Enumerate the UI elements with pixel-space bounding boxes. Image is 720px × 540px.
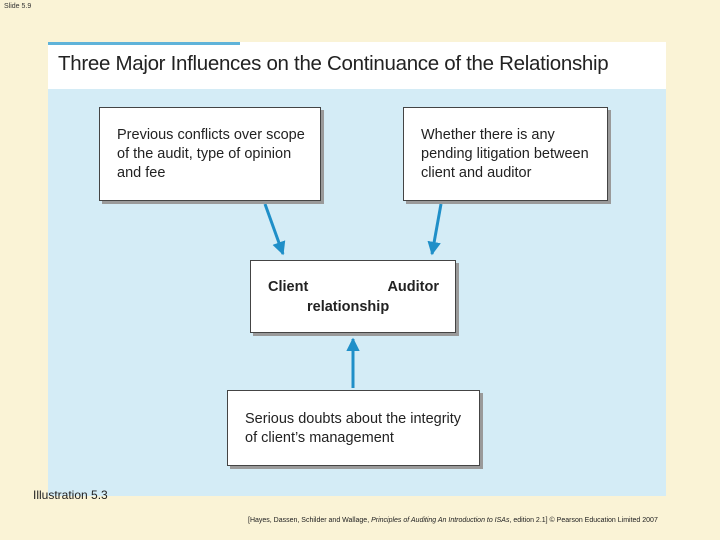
- illustration-caption: Illustration 5.3: [33, 488, 108, 502]
- figure-title: Three Major Influences on the Continuanc…: [58, 52, 609, 75]
- box-line: client and auditor: [421, 165, 532, 181]
- citation-suffix: , edition 2.1] © Pearson Education Limit…: [509, 517, 658, 524]
- box-previous-conflicts: Previous conflicts over scope of the aud…: [99, 107, 321, 201]
- title-bar-accent: [48, 42, 240, 45]
- box-line: pending litigation between: [421, 146, 589, 162]
- box-line: of client’s management: [245, 430, 394, 446]
- box-integrity-doubts: Serious doubts about the integrity of cl…: [227, 390, 480, 466]
- box-line: Serious doubts about the integrity: [245, 411, 462, 427]
- slide-number: Slide 5.9: [4, 3, 32, 10]
- box-client-auditor-relationship: Client Auditor relationship: [250, 260, 456, 333]
- box-line: and fee: [117, 165, 166, 181]
- box-line: of the audit, type of opinion: [117, 146, 292, 162]
- client-label: Client: [268, 279, 309, 295]
- arrow-top-right-to-center: [427, 203, 443, 256]
- relationship-label: relationship: [307, 299, 390, 315]
- auditor-label: Auditor: [387, 279, 439, 295]
- box-line: Previous conflicts over scope: [117, 127, 305, 143]
- citation-title: Principles of Auditing An Introduction t…: [371, 517, 510, 524]
- box-pending-litigation: Whether there is any pending litigation …: [403, 107, 608, 201]
- arrow-top-left-to-center: [263, 203, 286, 256]
- citation-prefix: [Hayes, Dassen, Schilder and Wallage,: [248, 517, 372, 524]
- box-line: Whether there is any: [421, 127, 555, 143]
- source-citation: [Hayes, Dassen, Schilder and Wallage, Pr…: [248, 517, 658, 524]
- title-bar: [48, 42, 666, 89]
